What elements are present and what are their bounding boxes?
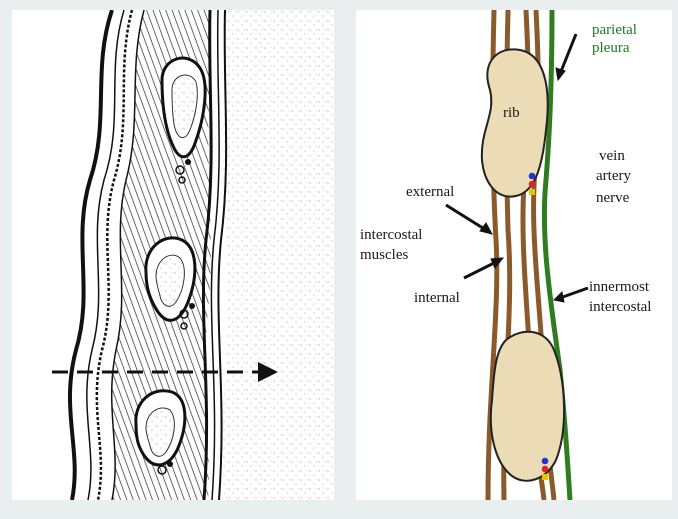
nerve-dot-icon — [529, 189, 535, 195]
right-panel-labelled-diagram: rib parietal pleura vein artery nerve ex… — [356, 10, 672, 500]
pleura-label: pleura — [592, 40, 629, 57]
neurovascular-bundle-lower — [542, 458, 549, 480]
external-pointer-arrow — [446, 205, 486, 230]
stippled-lung-area — [222, 10, 334, 500]
nerve-label: nerve — [596, 190, 629, 207]
rib-upper — [482, 49, 548, 196]
intercostal-label-right: intercostal — [589, 299, 651, 316]
intercostal-label-left: intercostal — [360, 227, 422, 244]
vein-dot-icon — [542, 458, 549, 465]
internal-label: internal — [414, 290, 460, 307]
left-panel-schematic-drawing — [12, 10, 334, 500]
parietal-label: parietal — [592, 22, 637, 39]
pleura-pointer-arrow — [560, 34, 576, 74]
vein-dot-icon — [529, 173, 536, 180]
internal-pointer-arrow — [464, 262, 496, 278]
artery-dot-icon — [542, 466, 549, 473]
innermost-label: innermost — [589, 279, 649, 296]
external-label: external — [406, 184, 454, 201]
vein-label: vein — [599, 148, 625, 165]
rib-lower — [491, 332, 564, 481]
innermost-pointer-arrow — [560, 288, 588, 298]
artery-dot-icon — [529, 181, 536, 188]
hatched-section-drawing — [12, 10, 334, 500]
nerve-dot-icon — [542, 474, 548, 480]
artery-label: artery — [596, 168, 631, 185]
muscles-label: muscles — [360, 247, 408, 264]
neurovascular-bundle-upper — [529, 173, 536, 195]
rib-label: rib — [503, 105, 520, 122]
outer-wavy-layer — [70, 10, 112, 500]
